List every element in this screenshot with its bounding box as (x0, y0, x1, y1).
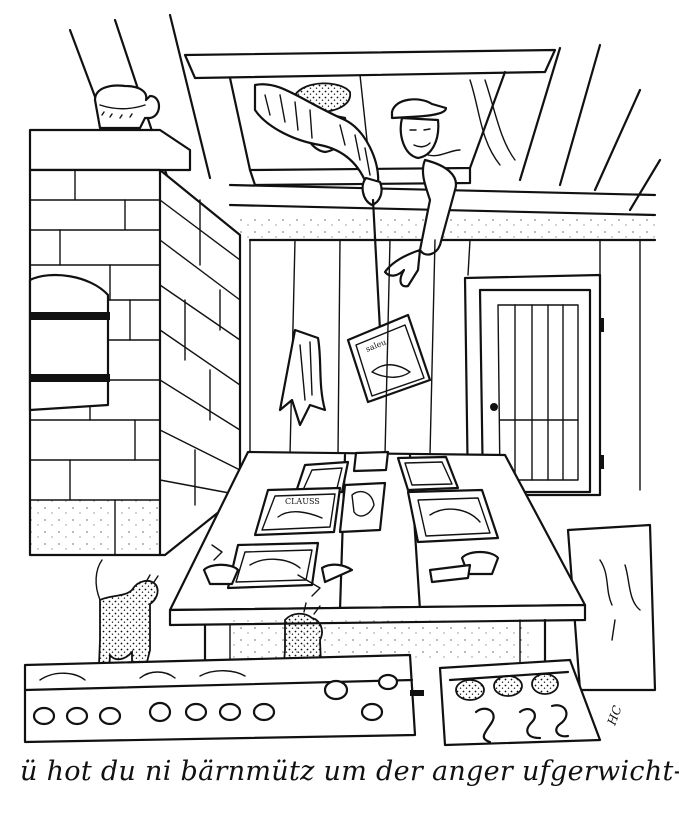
sign-on-stick: saleu (346, 313, 432, 404)
artist-signature-text: HC (604, 704, 624, 728)
tiled-stove (28, 128, 242, 557)
bowls (202, 544, 500, 597)
baking-tray-left (23, 653, 424, 744)
cake-label: CLAUSS (285, 497, 320, 506)
person-reaching (383, 98, 461, 288)
artist-signature: HC (604, 704, 624, 728)
baking-tray-right (438, 658, 602, 747)
hanging-cloth (278, 328, 327, 427)
corner-bench (566, 523, 657, 692)
person-with-stick (253, 82, 383, 332)
handwritten-caption: ü hot du ni bärnmütz um der anger ufgerw… (20, 756, 679, 787)
jug (93, 84, 161, 130)
door (463, 273, 604, 497)
